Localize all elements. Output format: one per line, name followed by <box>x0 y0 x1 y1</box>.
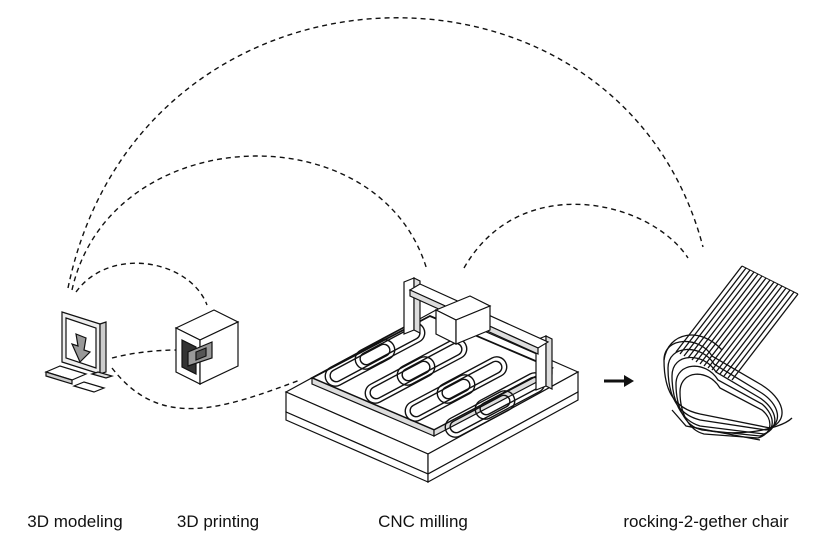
cnc-milling-machine-icon <box>284 277 580 484</box>
rocking-chair-icon <box>663 265 799 441</box>
desktop-computer-icon <box>44 311 115 393</box>
caption-3d-modeling: 3D modeling <box>27 512 123 531</box>
caption-3d-printing: 3D printing <box>176 512 260 531</box>
caption-rocking-chair: rocking-2-gether chair <box>623 512 789 531</box>
arrow-right-icon <box>604 375 634 387</box>
connection-arcs <box>67 17 704 410</box>
arc-modeling-to-chair <box>67 17 704 289</box>
caption-cnc-milling: CNC milling <box>378 512 468 531</box>
arc-modeling-to-cnc <box>71 155 428 291</box>
arc-computer-to-cnc <box>111 367 301 410</box>
milled-parts <box>324 322 546 438</box>
arc-computer-to-printing <box>111 349 178 359</box>
arc-cnc-to-chair <box>463 203 689 269</box>
arc-modeling-to-printing <box>75 262 208 306</box>
3d-printer-icon <box>174 309 240 385</box>
